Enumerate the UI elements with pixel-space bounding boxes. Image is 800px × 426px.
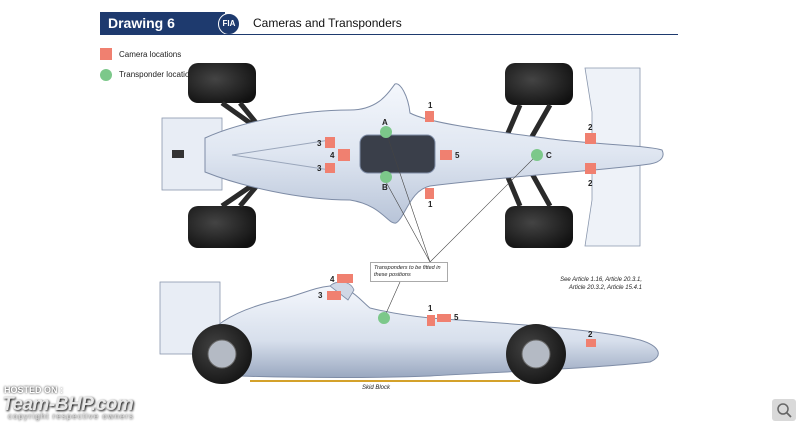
- camera-marker-3a-top: [325, 137, 335, 148]
- zoom-icon: [777, 403, 792, 418]
- copyright-note: copyright respective owners: [8, 412, 135, 421]
- camera-marker-3-side: [327, 291, 341, 300]
- label-cam1-side: 1: [428, 304, 433, 313]
- cockpit-opening: [359, 134, 436, 174]
- camera-marker-3b-top: [325, 163, 335, 173]
- label-cam1-top: 1: [428, 101, 433, 110]
- label-transponder-b: B: [382, 183, 388, 192]
- rear-rim-side: [207, 339, 237, 369]
- transponder-c-top: [531, 149, 543, 161]
- label-transponder-c: C: [546, 151, 552, 160]
- skid-block-label: Skid Block: [362, 385, 391, 391]
- camera-swatch-icon: [100, 48, 112, 60]
- header-divider: [100, 34, 678, 35]
- camera-marker-2a-top: [585, 133, 596, 144]
- transponder-a-top: [380, 126, 392, 138]
- label-cam3a-top: 3: [317, 139, 322, 148]
- hosted-on-label: HOSTED ON :: [4, 385, 64, 395]
- camera-marker-5-side: [437, 314, 451, 322]
- camera-marker-1-top: [425, 111, 434, 122]
- transponder-swatch-icon: [100, 69, 112, 81]
- reference-line-2: Article 20.3.2, Article 15.4.1: [568, 285, 642, 291]
- callout-leaders: [383, 131, 537, 319]
- references-note: See Article 1.16, Article 20.3.1, Articl…: [540, 276, 642, 292]
- camera-marker-4-top: [338, 149, 350, 161]
- drawing-title: Cameras and Transponders: [253, 16, 402, 30]
- label-cam2-side: 2: [588, 330, 593, 339]
- label-cam2a-top: 2: [588, 123, 593, 132]
- label-cam5-side: 5: [454, 313, 459, 322]
- drawing-header: Drawing 6 FIA Cameras and Transponders: [100, 12, 678, 35]
- reference-line-1: See Article 1.16, Article 20.3.1,: [560, 277, 642, 283]
- label-cam2b-top: 2: [588, 179, 593, 188]
- label-cam3-side: 3: [318, 291, 323, 300]
- camera-marker-2-side: [586, 339, 596, 347]
- camera-marker-1b-top: [425, 188, 434, 199]
- label-cam1b-top: 1: [428, 200, 433, 209]
- front-right-tyre-top: [505, 206, 573, 248]
- rear-light: [172, 150, 184, 158]
- label-transponder-a: A: [382, 118, 388, 127]
- zoom-button[interactable]: [772, 399, 796, 421]
- rear-right-tyre-top: [188, 206, 256, 248]
- label-cam5-top: 5: [455, 151, 460, 160]
- label-cam4-top: 4: [330, 151, 335, 160]
- label-cam3b-top: 3: [317, 164, 322, 173]
- team-bhp-logo: Team-BHP.com: [2, 394, 134, 415]
- transponder-side: [378, 312, 390, 324]
- rear-left-tyre-top: [188, 63, 256, 103]
- camera-marker-5-top: [440, 150, 452, 160]
- drawing-number-label: Drawing 6: [100, 12, 225, 34]
- label-cam4-side: 4: [330, 275, 335, 284]
- front-suspension: [502, 103, 553, 208]
- legend-transponder-label: Transponder locations: [119, 70, 198, 79]
- legend-camera-label: Camera locations: [119, 50, 182, 59]
- front-rim-side: [521, 339, 551, 369]
- transponder-b-top: [380, 171, 392, 183]
- front-left-tyre-top: [505, 63, 573, 105]
- camera-marker-2b-top: [585, 163, 596, 174]
- camera-marker-1-side: [427, 315, 435, 326]
- engine-cover-lines: [231, 139, 331, 171]
- transponder-callout: Transponders to be fitted in these posit…: [370, 262, 448, 282]
- camera-marker-4-side: [337, 274, 353, 283]
- fia-logo-icon: FIA: [218, 13, 240, 35]
